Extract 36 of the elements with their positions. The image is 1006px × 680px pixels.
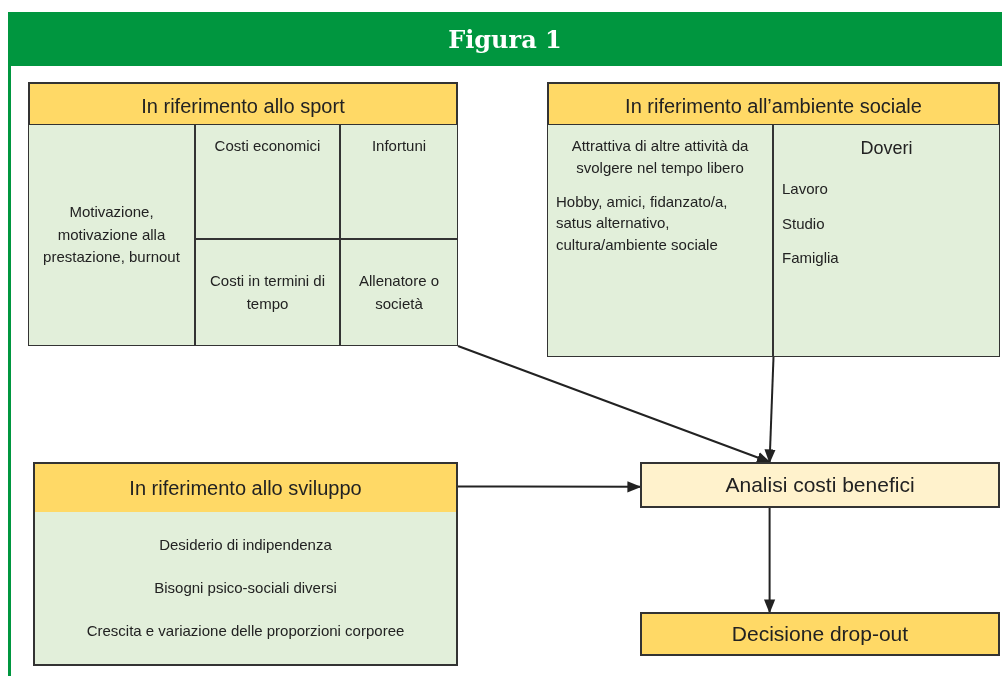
panel-heading: In riferimento allo sviluppo (129, 476, 362, 500)
factor-text: Studio (782, 213, 826, 234)
category-panel (547, 82, 1000, 357)
figure-title: Figura 1 (448, 24, 562, 54)
panel-heading: In riferimento all’ambiente sociale (625, 94, 922, 118)
factor-cell (547, 124, 773, 357)
process-box (640, 462, 1000, 508)
factor-text: Costi economici (213, 136, 322, 156)
factor-cell (28, 124, 195, 346)
arrow (457, 481, 642, 493)
factor-cell (195, 239, 340, 346)
factor-cell (340, 124, 458, 239)
panel-heading: In riferimento allo sport (141, 94, 345, 118)
factor-text: Costi in termini di tempo (208, 271, 326, 314)
factor-text: Infortuni (370, 136, 428, 156)
category-panel (28, 82, 458, 346)
factor-text: Desiderio di indipendenza (159, 534, 332, 555)
process-box (640, 612, 1000, 656)
factor-text: Attrattiva di altre attività da svolgere nel tempo libero (570, 136, 750, 178)
factor-text: Hobby, amici, fidanzato/a, satus alternativo, cultura/ambiente sociale (556, 191, 729, 255)
factor-cell (340, 239, 458, 346)
arrow (764, 356, 776, 464)
arrow (764, 507, 776, 614)
arrow (457, 345, 771, 463)
category-panel (33, 462, 458, 666)
factor-cell (195, 124, 340, 239)
factor-text: Allenatore o società (357, 271, 441, 314)
factor-text: Motivazione, motivazione alla prestazione, burnout (42, 202, 181, 268)
cell-heading: Doveri (859, 137, 914, 160)
factor-text: Crescita e variazione delle proporzioni corporee (86, 620, 405, 641)
box-label: Analisi costi benefici (725, 473, 915, 497)
factor-text: Lavoro (782, 179, 829, 199)
factor-text: Famiglia (782, 248, 840, 268)
factor-text: Bisogni psico-sociali diversi (154, 577, 337, 598)
factor-cell (773, 124, 1000, 357)
box-label: Decisione drop-out (731, 622, 909, 646)
